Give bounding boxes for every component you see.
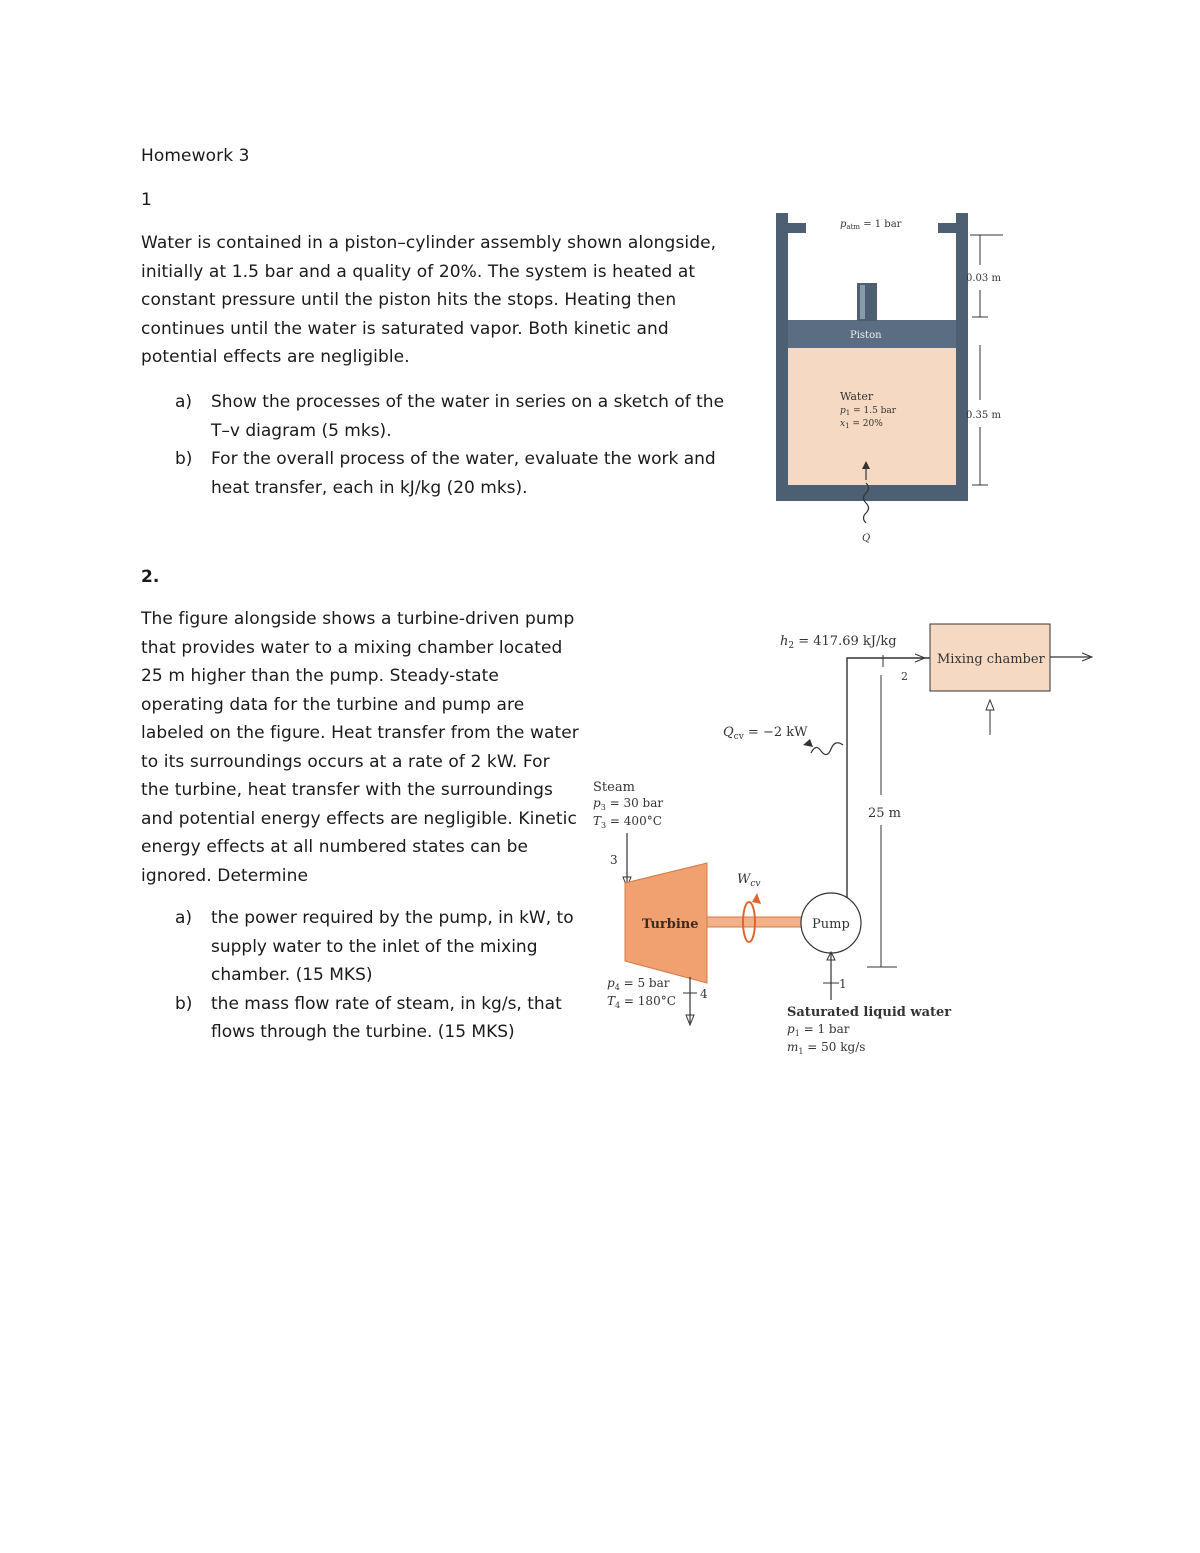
part-text: For the overall process of the water, ev… — [211, 449, 716, 498]
svg-text:p3 = 30 bar: p3 = 30 bar — [593, 796, 663, 812]
svg-text:m1 = 50 kg/s: m1 = 50 kg/s — [787, 1040, 865, 1056]
svg-text:patm = 1 bar: patm = 1 bar — [840, 219, 902, 231]
saturated-liquid-label: Saturated liquid water — [787, 1005, 951, 1020]
heat-wave-icon — [862, 482, 870, 524]
turbine-pump-figure: Mixing chamber h2 = 417.69 kJ/kg 2 Qcv =… — [593, 623, 1094, 1056]
stop-right — [938, 223, 956, 233]
state-1-label: 1 — [839, 977, 847, 991]
svg-text:Qcv = −2 kW: Qcv = −2 kW — [723, 725, 808, 742]
document-title: Homework 3 — [141, 146, 250, 166]
part-text: Show the processes of the water in serie… — [211, 392, 725, 441]
part-marker: a) — [175, 392, 193, 412]
water-label: Water — [840, 390, 874, 403]
svg-text:h2 = 417.69 kJ/kg: h2 = 417.69 kJ/kg — [780, 634, 897, 651]
question-1-paragraph: Water is contained in a piston–cylinder … — [141, 233, 717, 367]
stop-left — [788, 223, 806, 233]
svg-text:Wcv: Wcv — [737, 872, 761, 889]
svg-text:p1 = 1 bar: p1 = 1 bar — [787, 1022, 850, 1038]
turbine-label: Turbine — [642, 917, 699, 932]
svg-text:p1 = 1.5 bar: p1 = 1.5 bar — [840, 406, 897, 417]
steam-label: Steam — [593, 780, 635, 795]
question-2-part-b: b) the mass flow rate of steam, in kg/s, … — [141, 990, 581, 1047]
question-2-paragraph: The figure alongside shows a turbine-dri… — [141, 609, 579, 886]
height-dimension: 25 m — [868, 806, 901, 821]
part-marker: a) — [175, 908, 193, 928]
piston-cylinder-figure: patm = 1 bar Piston Water p1 = 1.5 bar x… — [776, 213, 1003, 544]
shaft-rotation-icon — [742, 901, 756, 943]
piston — [788, 320, 956, 348]
svg-text:T3 = 400°C: T3 = 400°C — [593, 814, 662, 830]
question-2-parts: a) the power required by the pump, in kW,… — [141, 904, 581, 1047]
svg-text:x1 = 20%: x1 = 20% — [840, 419, 883, 430]
question-1-parts: a) Show the processes of the water in ser… — [141, 388, 741, 502]
svg-text:p4 = 5 bar: p4 = 5 bar — [607, 976, 670, 992]
pump-label: Pump — [812, 917, 850, 932]
heat-wave-icon — [810, 742, 844, 756]
gap-dimension: 0.03 m — [966, 273, 1001, 284]
part-text: the mass flow rate of steam, in kg/s, th… — [211, 993, 562, 1043]
piston-label: Piston — [850, 330, 882, 341]
water-region — [788, 347, 956, 485]
part-text: the power required by the pump, in kW, t… — [211, 908, 574, 985]
question-1-part-b: b) For the overall process of the water, … — [141, 445, 741, 502]
turbine — [624, 862, 708, 984]
question-2-number: 2. — [141, 567, 160, 587]
part-marker: b) — [175, 449, 193, 469]
question-1-number: 1 — [141, 190, 152, 210]
state-4-label: 4 — [700, 987, 708, 1001]
question-2-part-a: a) the power required by the pump, in kW,… — [141, 904, 581, 990]
water-pipe — [846, 657, 930, 900]
question-1-part-a: a) Show the processes of the water in ser… — [141, 388, 741, 445]
state-2-label: 2 — [901, 670, 908, 683]
heat-label: Q — [862, 533, 870, 544]
part-marker: b) — [175, 993, 193, 1014]
outlet-arrow-icon — [1081, 652, 1094, 662]
mixing-chamber-label: Mixing chamber — [937, 652, 1046, 667]
svg-text:T4 = 180°C: T4 = 180°C — [607, 994, 676, 1010]
state-3-label: 3 — [610, 853, 618, 867]
height-dimension: 0.35 m — [966, 410, 1001, 421]
